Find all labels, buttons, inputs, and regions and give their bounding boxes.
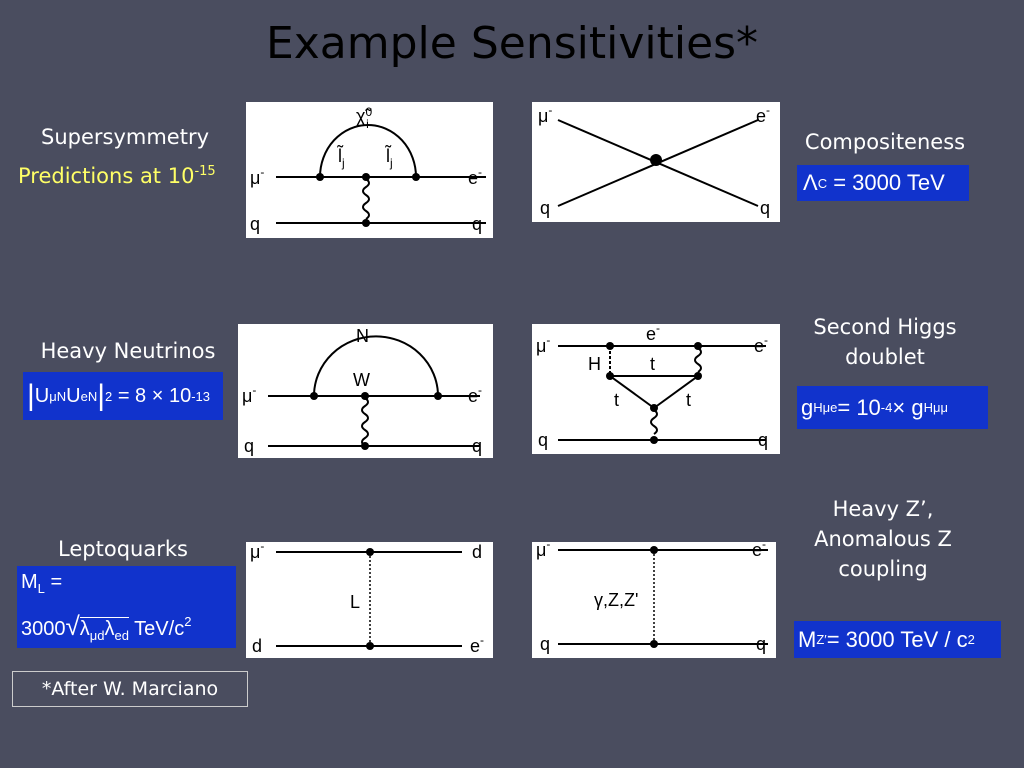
leptoquarks-formula: ML = 3000√λμdλed TeV/c2 bbox=[17, 566, 236, 648]
comp-q-right: q bbox=[760, 198, 770, 218]
higgs-H-label: H bbox=[588, 354, 601, 374]
nu-N-label: N bbox=[356, 326, 369, 346]
higgs-q-left: q bbox=[538, 430, 548, 450]
z-q-left: q bbox=[540, 634, 550, 654]
higgs-label: Second Higgs doublet bbox=[790, 312, 980, 372]
footnote: *After W. Marciano bbox=[12, 671, 248, 707]
compositeness-label: Compositeness bbox=[804, 130, 966, 154]
susy-mu-label: μ- bbox=[250, 165, 264, 188]
higgs-mu-label: μ- bbox=[536, 333, 550, 356]
higgs-e-top: e- bbox=[646, 324, 660, 344]
z-q-right: q bbox=[756, 634, 766, 654]
higgs-t-left: t bbox=[614, 390, 619, 410]
nu-mu-label: μ- bbox=[242, 383, 256, 406]
higgs-e-right: e- bbox=[754, 333, 768, 356]
comp-q-left: q bbox=[540, 198, 550, 218]
lq-L-label: L bbox=[350, 592, 360, 612]
susy-q-left: q bbox=[250, 214, 260, 234]
neutrinos-diagram: N W μ- e- q q bbox=[238, 324, 493, 458]
higgs-diagram: e- μ- e- H t t t q q bbox=[532, 324, 780, 454]
leptoquarks-label: Leptoquarks bbox=[58, 537, 188, 561]
higgs-label-line2: doublet bbox=[845, 345, 925, 369]
zprime-label-line2: Anomalous Z bbox=[814, 527, 952, 551]
leptoquarks-diagram: μ- d L d e- bbox=[246, 542, 493, 658]
susy-prediction: Predictions at 10-15 bbox=[18, 164, 216, 188]
z-e-label: e- bbox=[752, 542, 766, 560]
lq-mu-label: μ- bbox=[250, 542, 264, 562]
comp-e-label: e- bbox=[756, 103, 770, 126]
page-title: Example Sensitivities* bbox=[265, 18, 759, 69]
z-boson-label: γ,Z,Z' bbox=[594, 590, 638, 610]
compositeness-diagram: μ- e- q q bbox=[532, 102, 780, 222]
nu-e-label: e- bbox=[468, 383, 482, 406]
zprime-diagram: μ- e- γ,Z,Z' q q bbox=[532, 542, 776, 658]
susy-prediction-exp: -15 bbox=[194, 164, 216, 179]
susy-e-label: e- bbox=[468, 165, 482, 188]
lq-d-right: d bbox=[472, 542, 482, 562]
zprime-label-line1: Heavy Z’, bbox=[832, 497, 934, 521]
higgs-t-top: t bbox=[650, 354, 655, 374]
zprime-label: Heavy Z’, Anomalous Z coupling bbox=[790, 494, 976, 584]
zprime-label-line3: coupling bbox=[838, 557, 928, 581]
nu-W-label: W bbox=[353, 370, 370, 390]
nu-q-right: q bbox=[472, 436, 482, 456]
nu-q-left: q bbox=[244, 436, 254, 456]
z-mu-label: μ- bbox=[536, 542, 550, 560]
susy-slepton-left: l̃j bbox=[336, 145, 344, 170]
comp-mu-label: μ- bbox=[538, 103, 552, 126]
lq-d-left: d bbox=[252, 636, 262, 656]
susy-slepton-right: l̃j bbox=[384, 145, 392, 170]
neutrinos-label: Heavy Neutrinos bbox=[40, 339, 216, 363]
higgs-q-right: q bbox=[758, 430, 768, 450]
lq-e-label: e- bbox=[470, 633, 484, 656]
susy-label: Supersymmetry bbox=[40, 125, 210, 149]
higgs-t-right: t bbox=[686, 390, 691, 410]
higgs-label-line1: Second Higgs bbox=[813, 315, 957, 339]
susy-q-right: q bbox=[472, 214, 482, 234]
susy-prediction-text: Predictions at 10 bbox=[18, 164, 195, 188]
